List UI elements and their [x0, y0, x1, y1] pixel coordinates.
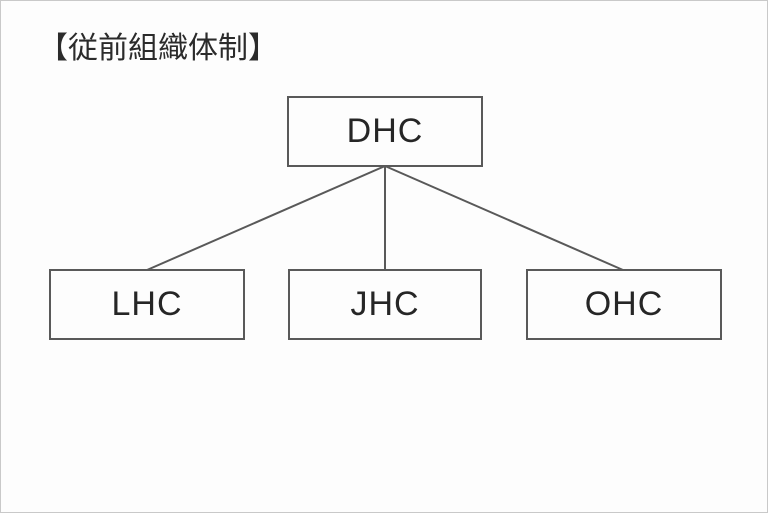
org-node-dhc: DHC [287, 96, 483, 167]
connector-dhc-ohc [384, 165, 624, 271]
org-node-jhc: JHC [288, 269, 482, 340]
diagram-title: 【従前組織体制】 [38, 32, 278, 65]
org-node-ohc: OHC [526, 269, 722, 340]
org-node-ohc-label: OHC [584, 284, 664, 323]
connector-dhc-lhc [146, 165, 386, 271]
org-node-dhc-label: DHC [346, 111, 424, 150]
org-node-jhc-label: JHC [350, 284, 420, 323]
org-node-lhc-label: LHC [111, 284, 183, 323]
org-node-lhc: LHC [49, 269, 245, 340]
